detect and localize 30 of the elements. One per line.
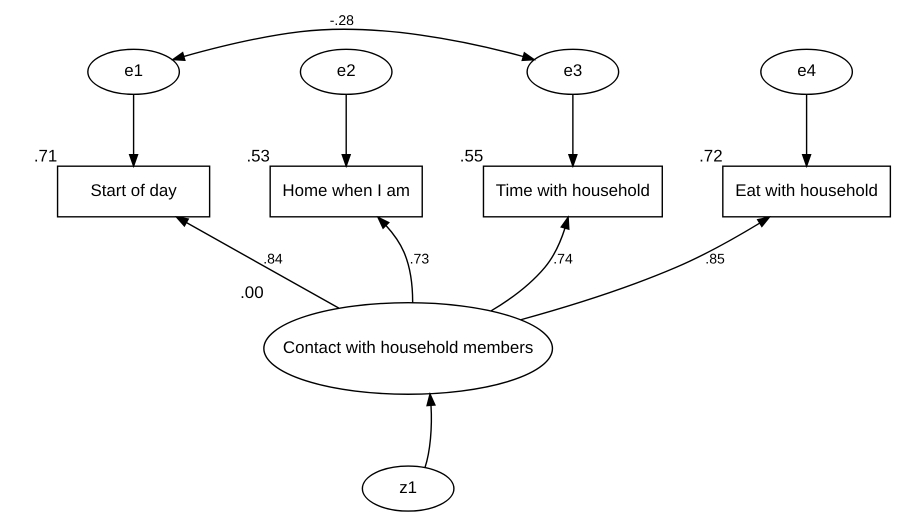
node-label: .53: [246, 146, 270, 166]
arrow: [490, 215, 570, 312]
edge-label: .85: [704, 250, 724, 266]
edge-label: -.28: [329, 12, 354, 28]
arrow: [801, 94, 812, 168]
node-label: .55: [459, 146, 483, 166]
arrow: [424, 392, 436, 468]
arrow: [567, 94, 578, 168]
node-ellipse: e1: [86, 48, 180, 96]
arrow: [340, 94, 351, 168]
node-ellipse: e3: [526, 48, 619, 96]
arrow: [170, 28, 536, 62]
node-label: .71: [33, 146, 57, 166]
arrow: [520, 216, 771, 320]
node-box: Eat with household: [722, 165, 891, 218]
arrow: [128, 94, 138, 168]
edge-label: .84: [262, 250, 282, 266]
edge-label: .73: [409, 250, 429, 266]
node-box: Start of day: [56, 165, 210, 218]
node-label: .00: [240, 282, 264, 302]
node-ellipse: z1: [361, 465, 454, 512]
edge-label: .74: [552, 250, 572, 266]
node-ellipse: e4: [760, 48, 853, 96]
node-ellipse: Contact with household members: [262, 302, 553, 395]
node-box: Home when I am: [268, 165, 422, 218]
arrow: [376, 216, 413, 303]
node-label: .72: [698, 146, 722, 166]
node-box: Time with household: [482, 165, 662, 218]
arrow: [174, 216, 339, 309]
node-ellipse: e2: [299, 48, 392, 96]
